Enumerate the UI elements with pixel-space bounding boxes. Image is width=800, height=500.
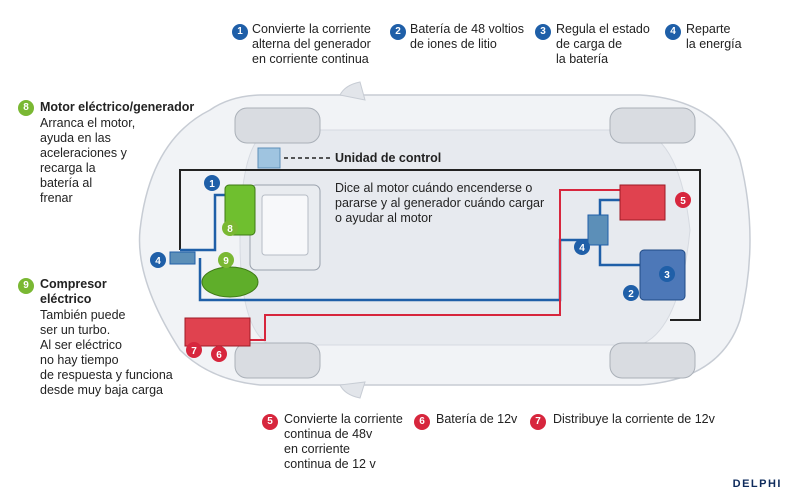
callout-7-text: Distribuye la corriente de 12v	[553, 412, 715, 426]
control-unit	[257, 147, 281, 169]
mirror-right	[339, 381, 366, 399]
svg-text:8: 8	[227, 224, 233, 235]
compresor-unit	[201, 266, 259, 298]
marker-7	[186, 342, 202, 358]
callout-7-badge: 7	[530, 414, 546, 430]
svg-text:9: 9	[223, 256, 229, 267]
wheel-rear-left	[609, 107, 696, 144]
svg-text:2: 2	[628, 289, 634, 300]
compresor-title: Compresor eléctrico	[40, 277, 107, 306]
callout-4-text: Reparte la energía	[686, 22, 742, 51]
callout-1-badge: 1	[232, 24, 248, 40]
marker-9	[218, 252, 234, 268]
blue-wire	[180, 193, 232, 252]
callout-2-badge: 2	[390, 24, 406, 40]
marker-2	[623, 285, 639, 301]
blue-wire-battery	[598, 240, 640, 267]
compresor-text: También puede ser un turbo. Al ser eléct…	[40, 308, 173, 397]
svg-text:6: 6	[216, 350, 222, 361]
distributor-right	[587, 214, 609, 246]
wheel-rear-right	[609, 342, 696, 379]
marker-5	[675, 192, 691, 208]
callout-6-text: Batería de 12v	[436, 412, 518, 426]
marker-6	[211, 346, 227, 362]
svg-text:5: 5	[680, 196, 686, 207]
wheel-front-right	[234, 342, 321, 379]
control-unit-label: Unidad de control	[335, 151, 442, 165]
callout-3-badge: 3	[535, 24, 551, 40]
callout-5-badge: 5	[262, 414, 278, 430]
marker-3	[659, 266, 675, 282]
blue-wire-top	[598, 198, 620, 220]
svg-text:4: 4	[155, 256, 161, 267]
callout-5-text: Convierte la corriente continua de 48v e…	[284, 412, 403, 471]
motor-text: Arranca el motor, ayuda en las aceleraci…	[40, 116, 136, 205]
red-wire	[250, 189, 640, 341]
dc-converter	[619, 184, 666, 221]
svg-text:1: 1	[209, 179, 215, 190]
engine-head	[261, 194, 309, 256]
callout-6-badge: 6	[414, 414, 430, 430]
control-unit-description: Dice al motor cuándo encenderse o parars…	[335, 181, 545, 225]
battery-12v	[184, 317, 251, 347]
marker-1	[204, 175, 220, 191]
marker-4-left	[150, 252, 166, 268]
callout-3-text: Regula el estado de carga de la batería	[556, 22, 650, 66]
distributor-left	[169, 251, 196, 265]
callout-4-badge: 4	[665, 24, 681, 40]
callout-2-text: Batería de 48 voltios de iones de litio	[410, 22, 524, 51]
mirror-left	[339, 81, 366, 101]
marker-8	[222, 220, 238, 236]
motor-badge: 8	[18, 100, 34, 116]
svg-text:7: 7	[191, 346, 197, 357]
compresor-badge: 9	[18, 278, 34, 294]
svg-text:4: 4	[579, 243, 585, 254]
marker-4-right	[574, 239, 590, 255]
wheel-front-left	[234, 107, 321, 144]
motor-title: Motor eléctrico/generador	[40, 100, 195, 114]
black-wire	[179, 169, 701, 321]
callout-1-text: Convierte la corriente alterna del gener…	[252, 22, 371, 66]
delphi-logo: DELPHI	[732, 478, 782, 490]
svg-text:3: 3	[664, 270, 670, 281]
